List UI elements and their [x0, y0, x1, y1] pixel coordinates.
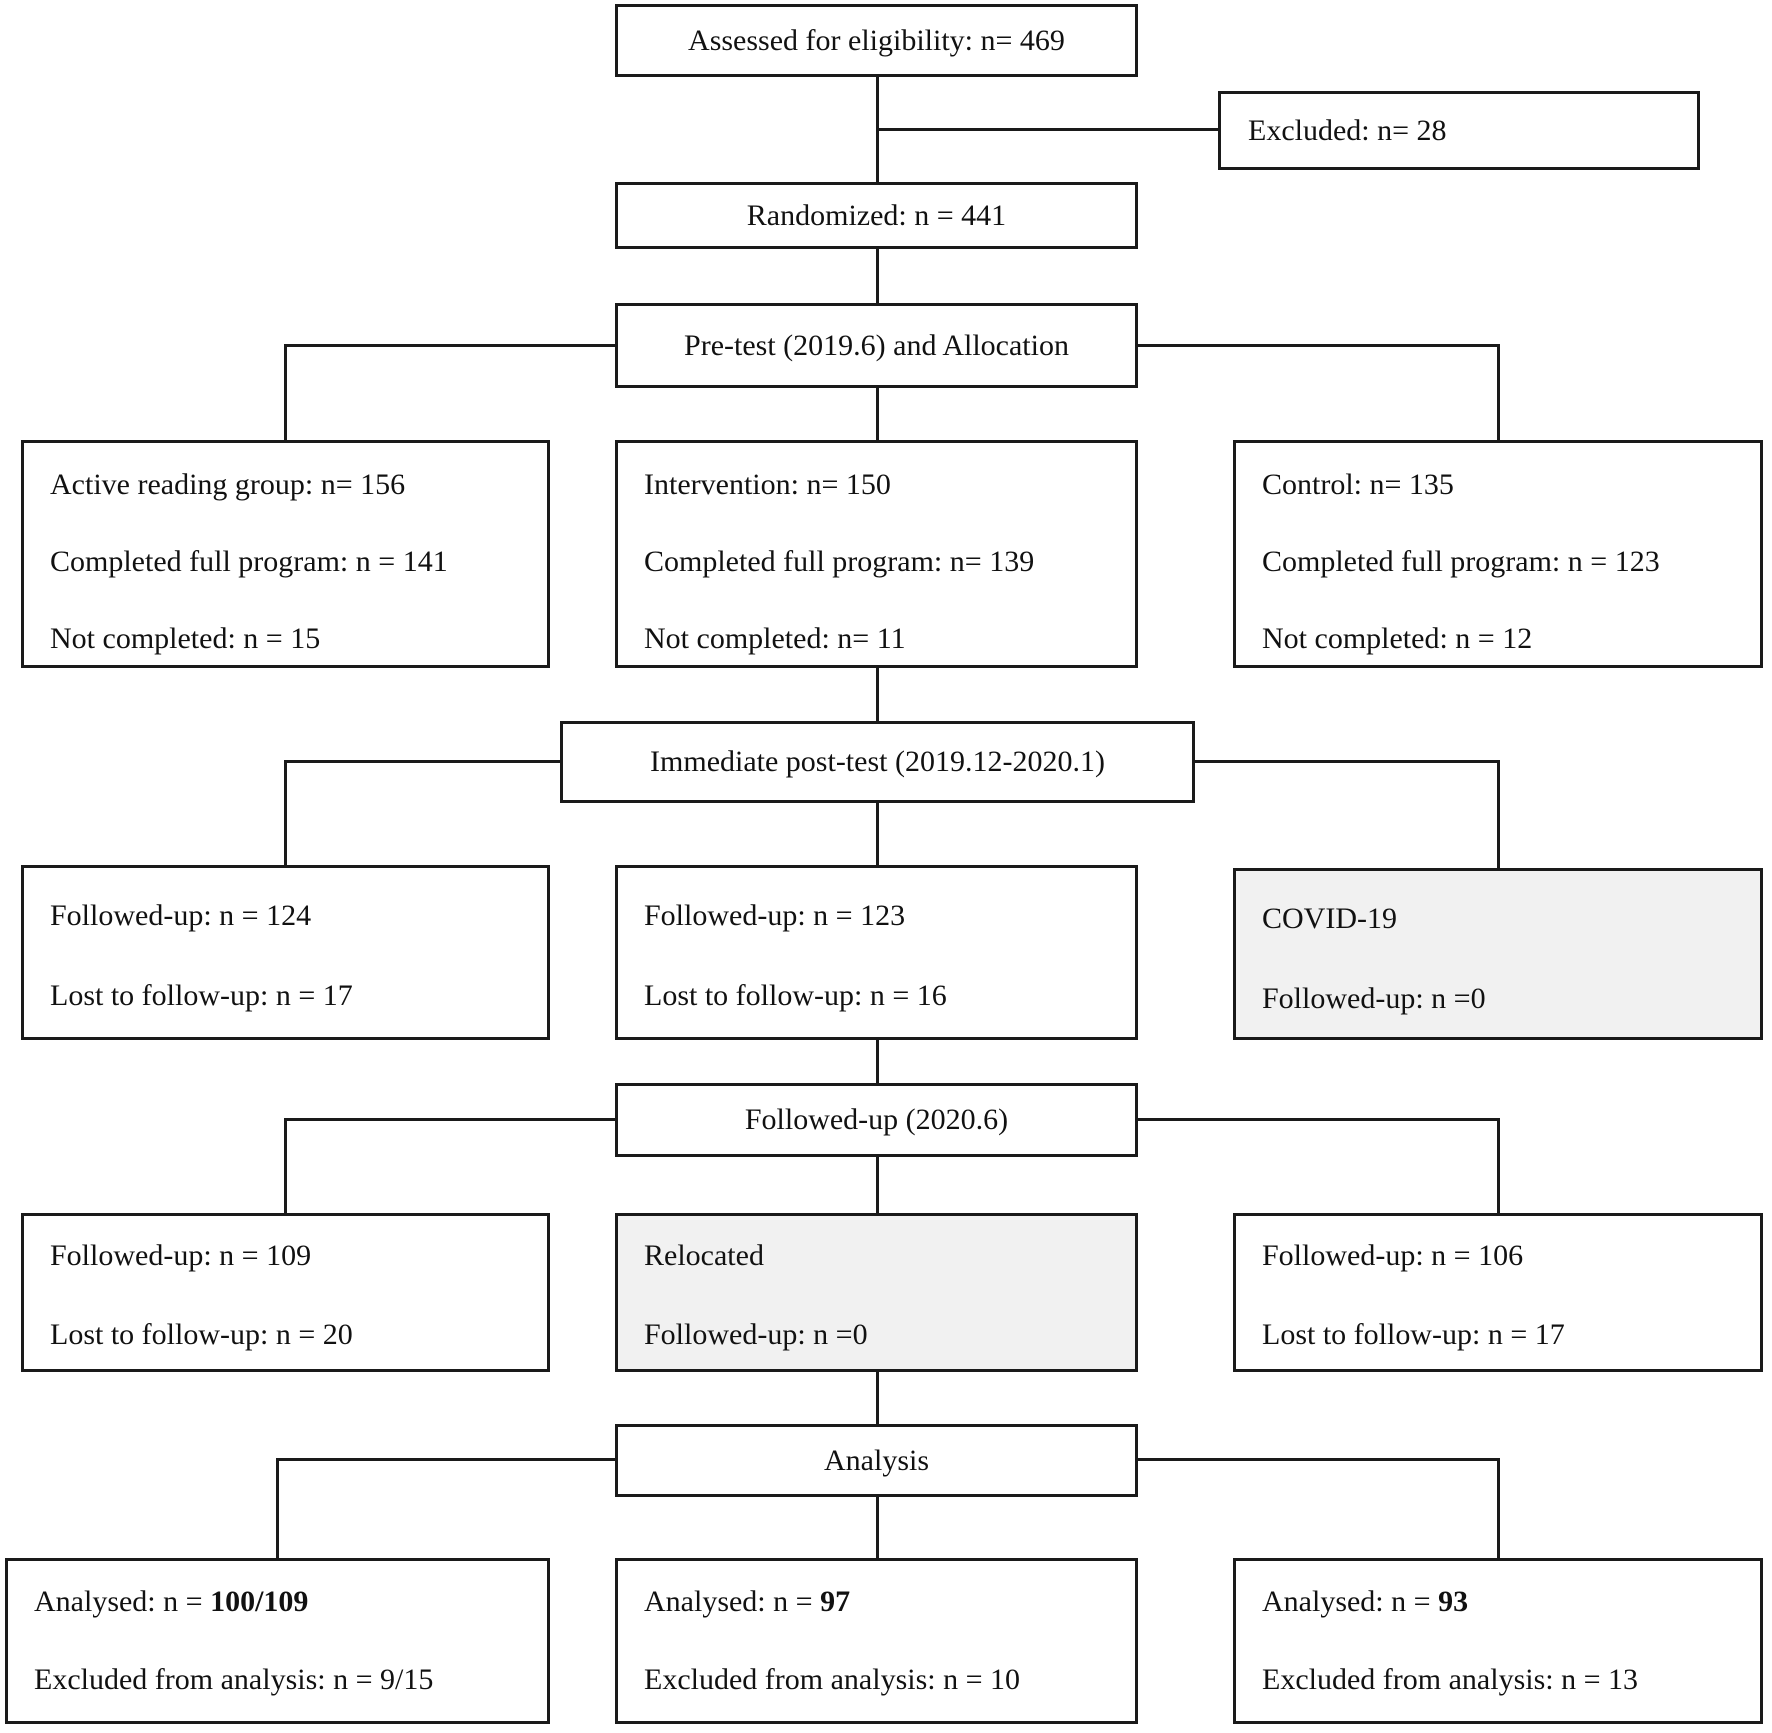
- active-reading-followup-box: Followed-up: n = 109 Lost to follow-up: …: [21, 1213, 550, 1372]
- group-line: Control: n= 135: [1262, 468, 1454, 501]
- immediate-post-test-box: Immediate post-test (2019.12-2020.1): [560, 721, 1195, 803]
- pretest-allocation-box: Pre-test (2019.6) and Allocation: [615, 303, 1138, 388]
- group-line: Not completed: n = 12: [1262, 622, 1533, 655]
- connector-line: [284, 1118, 287, 1213]
- result-line: Lost to follow-up: n = 17: [1262, 1318, 1565, 1351]
- intervention-posttest-box: Followed-up: n = 123 Lost to follow-up: …: [615, 865, 1138, 1040]
- followup-2020-label: Followed-up (2020.6): [744, 1103, 1009, 1136]
- analysed-value: 100/109: [210, 1585, 309, 1618]
- group-line: Active reading group: n= 156: [50, 468, 406, 501]
- relocated-box: Relocated Followed-up: n =0: [615, 1213, 1138, 1372]
- excluded-analysis-line: Excluded from analysis: n = 13: [1262, 1663, 1639, 1696]
- active-reading-analysis-box: Analysed: n = 100/109 Excluded from anal…: [5, 1558, 550, 1724]
- result-line: Lost to follow-up: n = 20: [50, 1318, 353, 1351]
- connector-line: [876, 803, 879, 865]
- connector-line: [876, 249, 879, 303]
- connector-line: [876, 1372, 879, 1424]
- connector-line: [876, 1157, 879, 1213]
- result-line: Followed-up: n =0: [1262, 982, 1486, 1015]
- analysed-line: Analysed: n = 100/109: [34, 1585, 309, 1618]
- connector-line: [876, 668, 879, 721]
- connector-line: [285, 1118, 615, 1121]
- result-line: Lost to follow-up: n = 17: [50, 979, 353, 1012]
- result-line: Followed-up: n = 109: [50, 1239, 312, 1272]
- intervention-group-box: Intervention: n= 150 Completed full prog…: [615, 440, 1138, 668]
- result-line: COVID-19: [1262, 902, 1397, 935]
- followup-2020-box: Followed-up (2020.6): [615, 1083, 1138, 1157]
- analysis-label: Analysis: [824, 1443, 929, 1477]
- connector-line: [285, 760, 560, 763]
- group-line: Completed full program: n = 123: [1262, 545, 1660, 578]
- analysed-value: 97: [820, 1585, 851, 1618]
- excluded-analysis-line: Excluded from analysis: n = 10: [644, 1663, 1021, 1696]
- eligibility-label: Assessed for eligibility: n= 469: [688, 23, 1065, 57]
- result-line: Lost to follow-up: n = 16: [644, 979, 947, 1012]
- active-reading-posttest-box: Followed-up: n = 124 Lost to follow-up: …: [21, 865, 550, 1040]
- connector-line: [1497, 1458, 1500, 1558]
- randomized-box: Randomized: n = 441: [615, 182, 1138, 249]
- group-line: Not completed: n= 11: [644, 622, 906, 655]
- eligibility-box: Assessed for eligibility: n= 469: [615, 4, 1138, 77]
- group-line: Intervention: n= 150: [644, 468, 891, 501]
- result-line: Followed-up: n = 106: [1262, 1239, 1524, 1272]
- connector-line: [276, 1458, 279, 1558]
- connector-line: [285, 344, 615, 347]
- excluded-label: Excluded: n= 28: [1248, 113, 1447, 147]
- group-line: Completed full program: n = 141: [50, 545, 448, 578]
- immediate-post-test-label: Immediate post-test (2019.12-2020.1): [650, 745, 1105, 778]
- connector-line: [1195, 760, 1500, 763]
- result-line: Relocated: [644, 1239, 764, 1272]
- connector-line: [1497, 344, 1500, 440]
- analysed-line: Analysed: n = 97: [644, 1585, 851, 1618]
- control-analysis-box: Analysed: n = 93 Excluded from analysis:…: [1233, 1558, 1763, 1724]
- analysed-line: Analysed: n = 93: [1262, 1585, 1469, 1618]
- covid-19-box: COVID-19 Followed-up: n =0: [1233, 868, 1763, 1040]
- connector-line: [1497, 1118, 1500, 1213]
- control-group-box: Control: n= 135 Completed full program: …: [1233, 440, 1763, 668]
- result-line: Followed-up: n = 123: [644, 899, 906, 932]
- connector-line: [876, 388, 879, 440]
- connector-line: [1497, 760, 1500, 868]
- group-line: Not completed: n = 15: [50, 622, 321, 655]
- connector-line: [876, 1497, 879, 1558]
- connector-line: [876, 1040, 879, 1083]
- active-reading-group-box: Active reading group: n= 156 Completed f…: [21, 440, 550, 668]
- excluded-analysis-line: Excluded from analysis: n = 9/15: [34, 1663, 434, 1696]
- pretest-allocation-label: Pre-test (2019.6) and Allocation: [684, 328, 1069, 362]
- connector-line: [877, 128, 1218, 131]
- connector-line: [1138, 1118, 1500, 1121]
- connector-line: [1138, 344, 1500, 347]
- connector-line: [277, 1458, 615, 1461]
- result-line: Followed-up: n = 124: [50, 899, 312, 932]
- randomized-label: Randomized: n = 441: [746, 198, 1007, 232]
- group-line: Completed full program: n= 139: [644, 545, 1035, 578]
- connector-line: [1138, 1458, 1500, 1461]
- analysed-value: 93: [1438, 1585, 1469, 1618]
- connector-line: [284, 760, 287, 865]
- connector-line: [284, 344, 287, 440]
- result-line: Followed-up: n =0: [644, 1318, 868, 1351]
- excluded-box: Excluded: n= 28: [1218, 91, 1700, 170]
- analysis-box: Analysis: [615, 1424, 1138, 1497]
- control-followup-box: Followed-up: n = 106 Lost to follow-up: …: [1233, 1213, 1763, 1372]
- intervention-analysis-box: Analysed: n = 97 Excluded from analysis:…: [615, 1558, 1138, 1724]
